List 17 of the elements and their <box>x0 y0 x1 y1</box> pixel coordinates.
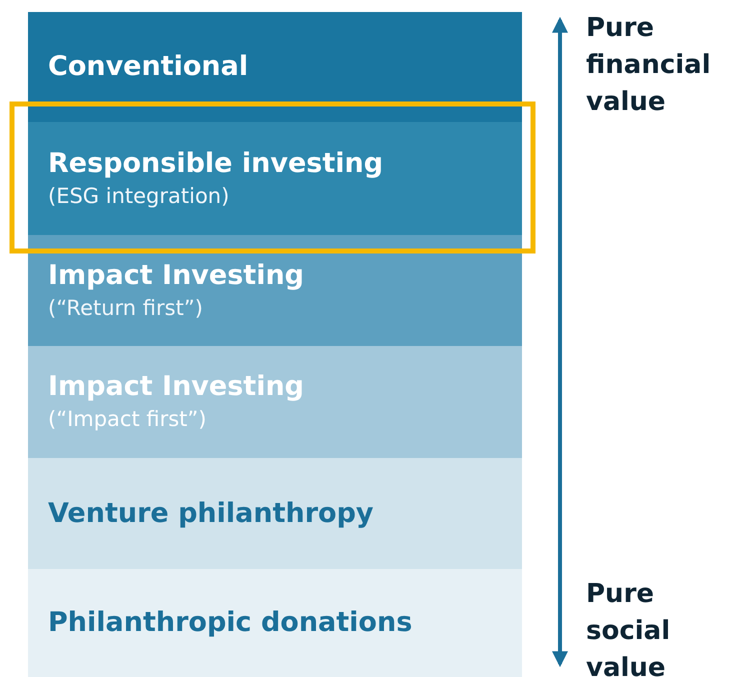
category-band <box>28 122 522 235</box>
band-subtitle: (ESG integration) <box>48 182 230 210</box>
band-title: Impact Investing <box>48 370 304 404</box>
axis-label: Pure financial value <box>586 12 712 119</box>
band-title: Venture philanthropy <box>48 496 374 530</box>
band-title: Conventional <box>48 50 248 84</box>
category-band <box>28 569 522 677</box>
category-band <box>28 458 522 569</box>
band-title: Responsible investing <box>48 146 384 180</box>
band-title: Impact Investing <box>48 258 304 292</box>
band-title: Philanthropic donations <box>48 606 412 640</box>
band-subtitle: (“Impact first”) <box>48 406 206 433</box>
axis-label: Pure social value <box>586 578 672 677</box>
category-band <box>28 12 522 122</box>
band-subtitle: (“Return first”) <box>48 294 203 322</box>
category-band <box>28 346 522 458</box>
category-band <box>28 235 522 346</box>
